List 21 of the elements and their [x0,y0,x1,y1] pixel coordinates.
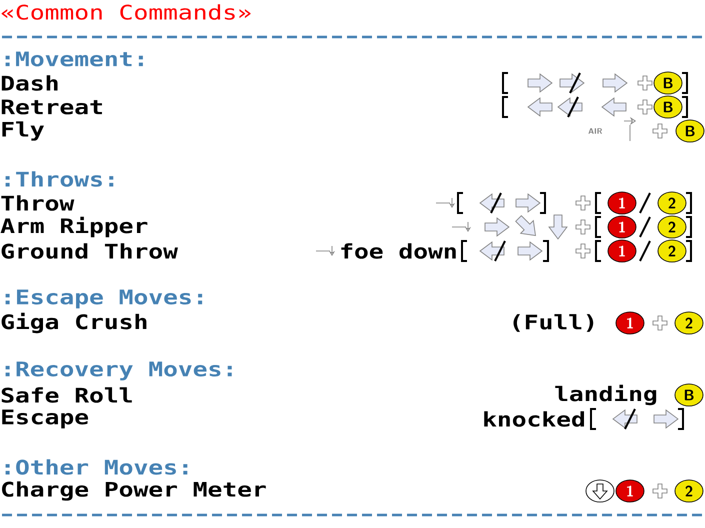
title: «Common Commands» [2,4,251,20]
move-name: Ground Throw [2,243,178,259]
command-text: knocked [484,411,584,427]
section-heading: :Escape Moves: [6,290,202,308]
move-name: Dash [2,75,58,91]
section-heading: :Other Moves: [6,459,188,475]
section-heading: :Throws: [6,171,114,187]
command-text: foe down [341,243,456,259]
section-heading: :Movement: [6,52,143,66]
move-name: Safe Roll [2,387,132,403]
move-name: Escape [2,410,88,428]
air-label: AIR [588,128,602,134]
command-text: landing [555,384,656,406]
command-text: (Full) [514,314,594,332]
move-name: Charge Power Meter [2,481,266,501]
section-heading: :Recovery Moves: [6,362,232,380]
move-name: Giga Crush [2,312,146,334]
move-name: Arm Ripper [0,216,148,238]
move-name: Throw [1,195,74,211]
move-name: Retreat [2,100,102,114]
move-name: Fly [2,121,44,141]
